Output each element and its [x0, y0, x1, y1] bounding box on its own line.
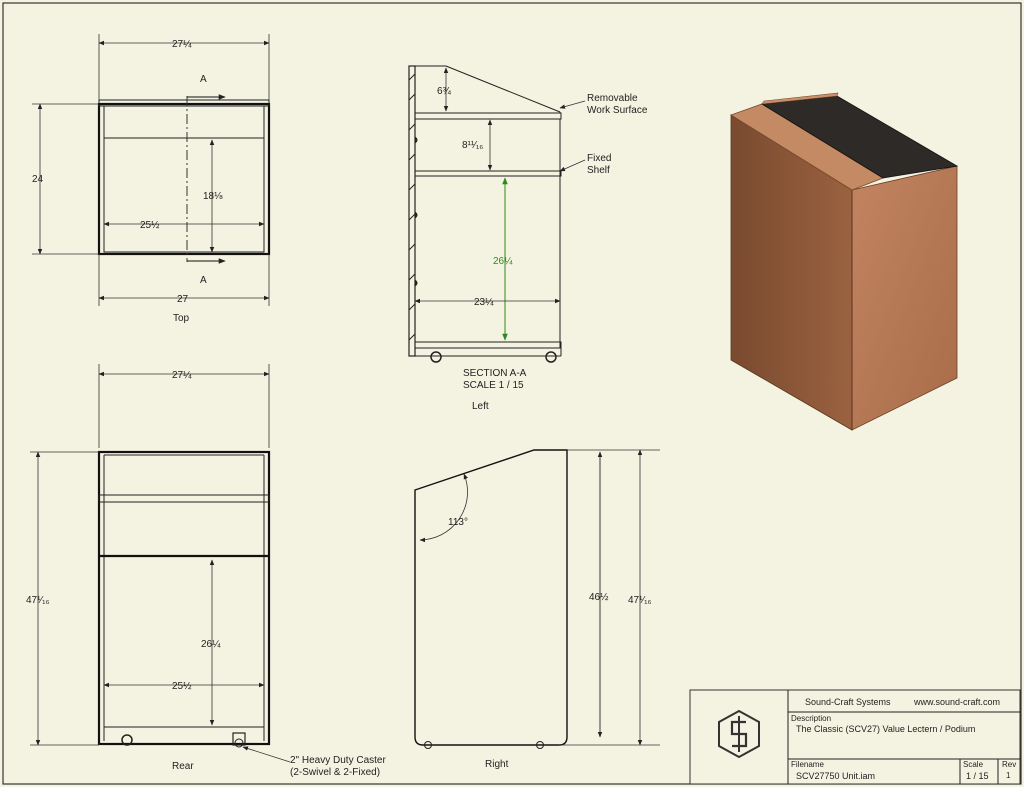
scale-value: 1 / 15: [966, 771, 989, 781]
right-front-height-dim: 46½: [589, 592, 609, 603]
top-view: A A 27¼ 24 18⅛ 25½ 27 Top: [32, 34, 271, 324]
left-view-label: Left: [472, 401, 489, 412]
rear-cabinet-height-dim: 26¼: [201, 638, 221, 650]
rear-inner-width-dim: 25½: [172, 681, 192, 692]
angle-dim: 113°: [448, 517, 468, 528]
top-view-label: Top: [173, 313, 190, 324]
caster-callout-1: 2" Heavy Duty Caster: [290, 755, 386, 766]
top-width-dim: 27¼: [172, 38, 192, 50]
section-marker-bottom: A: [200, 275, 207, 286]
rev-label: Rev: [1002, 760, 1016, 769]
callout-work-surface-1: Removable: [587, 93, 638, 104]
callout-shelf-1: Fixed: [587, 153, 611, 164]
section-shelf-gap-dim: 8¹¹⁄₁₆: [462, 140, 483, 151]
top-inner-depth-dim: 18⅛: [203, 191, 223, 202]
callout-work-surface-2: Work Surface: [587, 105, 648, 116]
filename-value: SCV27750 Unit.iam: [796, 771, 875, 781]
rear-height-dim: 47¹⁄₁₆: [26, 595, 50, 606]
rear-view-label: Rear: [172, 761, 194, 772]
rear-view: 27¼ 47¹⁄₁₆ 26¼ 25½ 2" Heavy Duty Caster …: [26, 364, 386, 778]
company-name: Sound-Craft Systems: [805, 697, 891, 707]
section-top-gap-dim: 6¾: [437, 86, 452, 97]
filename-label: Filename: [791, 760, 824, 769]
isometric-render: [730, 92, 959, 431]
caster-callout-2: (2-Swivel & 2-Fixed): [290, 767, 380, 778]
description-label: Description: [791, 714, 831, 723]
section-inner-depth-dim: 23¼: [474, 296, 494, 308]
right-height-dim: 47¹⁄₁₆: [628, 595, 652, 606]
scale-label: Scale: [963, 760, 984, 769]
section-label: SECTION A-A: [463, 368, 527, 379]
section-scale: SCALE 1 / 15: [463, 380, 524, 391]
right-view: 113° 46½ 47¹⁄₁₆ Right: [414, 449, 660, 770]
company-logo: [718, 709, 760, 759]
top-inner-width-dim: 25½: [140, 220, 160, 231]
section-view: 6¾ 8¹¹⁄₁₆ 26¼ 23¼ Removable Work Surface…: [408, 65, 648, 412]
right-view-label: Right: [485, 759, 509, 770]
section-cabinet-height-dim: 26¼: [493, 255, 513, 267]
rev-value: 1: [1006, 771, 1011, 780]
top-base-width-dim: 27: [177, 294, 189, 305]
top-depth-dim: 24: [32, 174, 44, 185]
callout-shelf-2: Shelf: [587, 165, 610, 176]
rear-width-dim: 27¼: [172, 369, 192, 381]
title-block: Sound-Craft Systems www.sound-craft.com …: [689, 689, 1021, 785]
section-marker-top: A: [200, 74, 207, 85]
company-website: www.sound-craft.com: [913, 697, 1000, 707]
description-value: The Classic (SCV27) Value Lectern / Podi…: [796, 724, 975, 734]
